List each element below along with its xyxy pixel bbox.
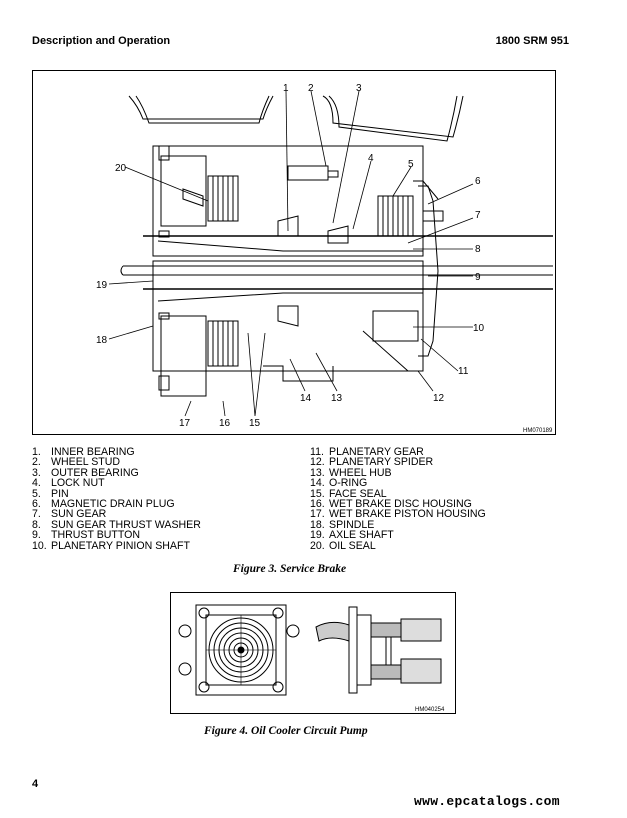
- oil-cooler-pump-drawing: HM040254: [178, 604, 445, 713]
- callout-16: 16: [219, 418, 231, 429]
- legend-item: 3.OUTER BEARING: [32, 466, 139, 479]
- callout-13: 13: [331, 393, 343, 404]
- section-title: Description and Operation: [32, 35, 171, 47]
- figure-4-code: HM040254: [415, 707, 445, 713]
- legend-item: 8.SUN GEAR THRUST WASHER: [32, 518, 201, 531]
- callout-10: 10: [473, 323, 485, 334]
- legend-item: 6.MAGNETIC DRAIN PLUG: [32, 498, 175, 511]
- service-brake-drawing: 1 2 3 4 5 6 7 8 9 10 11 12 13 14 15 16 1…: [96, 83, 553, 434]
- callout-1: 1: [283, 83, 289, 94]
- callout-4: 4: [368, 153, 374, 164]
- callout-20: 20: [115, 163, 127, 174]
- legend-item: 1.INNER BEARING: [32, 446, 135, 458]
- callout-17: 17: [179, 418, 191, 429]
- legend-item: 12.PLANETARY SPIDER: [310, 456, 434, 469]
- callout-15: 15: [249, 418, 261, 429]
- figure-3-caption: Figure 3. Service Brake: [233, 563, 347, 575]
- callout-14: 14: [300, 393, 312, 404]
- legend-item: 5.PIN: [32, 487, 69, 500]
- callout-12: 12: [433, 393, 445, 404]
- callout-5: 5: [408, 159, 414, 170]
- legend-item: 9.THRUST BUTTON: [32, 529, 141, 542]
- legend-item: 19.AXLE SHAFT: [310, 529, 394, 542]
- legend-item: 17.WET BRAKE PISTON HOUSING: [310, 508, 486, 521]
- callout-18: 18: [96, 335, 108, 346]
- legend-item: 10.PLANETARY PINION SHAFT: [32, 539, 190, 552]
- legend-left: 1.INNER BEARING 2.WHEEL STUD 3.OUTER BEA…: [32, 446, 201, 552]
- callout-7: 7: [475, 210, 481, 221]
- figure-3-code: HM070189: [523, 428, 553, 434]
- figure-4-oil-cooler-pump: HM040254: [170, 592, 456, 714]
- manual-number: 1800 SRM 951: [495, 35, 569, 47]
- legend-right: 11.PLANETARY GEAR 12.PLANETARY SPIDER 13…: [310, 446, 486, 552]
- legend-item: 20.OIL SEAL: [310, 539, 376, 552]
- callout-19: 19: [96, 280, 108, 291]
- legend-item: 4.LOCK NUT: [32, 477, 105, 490]
- legend-item: 7.SUN GEAR: [32, 508, 107, 521]
- legend-item: 18.SPINDLE: [310, 518, 375, 531]
- callout-3: 3: [356, 83, 362, 94]
- page-number: 4: [32, 778, 39, 790]
- callout-6: 6: [475, 176, 481, 187]
- callout-8: 8: [475, 244, 481, 255]
- callout-9: 9: [475, 272, 481, 283]
- legend-item: 15.FACE SEAL: [310, 487, 387, 500]
- callout-2: 2: [308, 83, 314, 94]
- legend-item: 16.WET BRAKE DISC HOUSING: [310, 498, 472, 511]
- figure-4-caption: Figure 4. Oil Cooler Circuit Pump: [204, 725, 368, 737]
- watermark: www.epcatalogs.com: [414, 794, 560, 809]
- legend-item: 13.WHEEL HUB: [310, 466, 392, 479]
- callout-11: 11: [458, 366, 469, 377]
- legend-item: 2.WHEEL STUD: [32, 456, 121, 469]
- legend-item: 11.PLANETARY GEAR: [310, 446, 424, 458]
- figure-3-service-brake: 1 2 3 4 5 6 7 8 9 10 11 12 13 14 15 16 1…: [32, 70, 556, 435]
- legend-item: 14.O-RING: [310, 477, 368, 490]
